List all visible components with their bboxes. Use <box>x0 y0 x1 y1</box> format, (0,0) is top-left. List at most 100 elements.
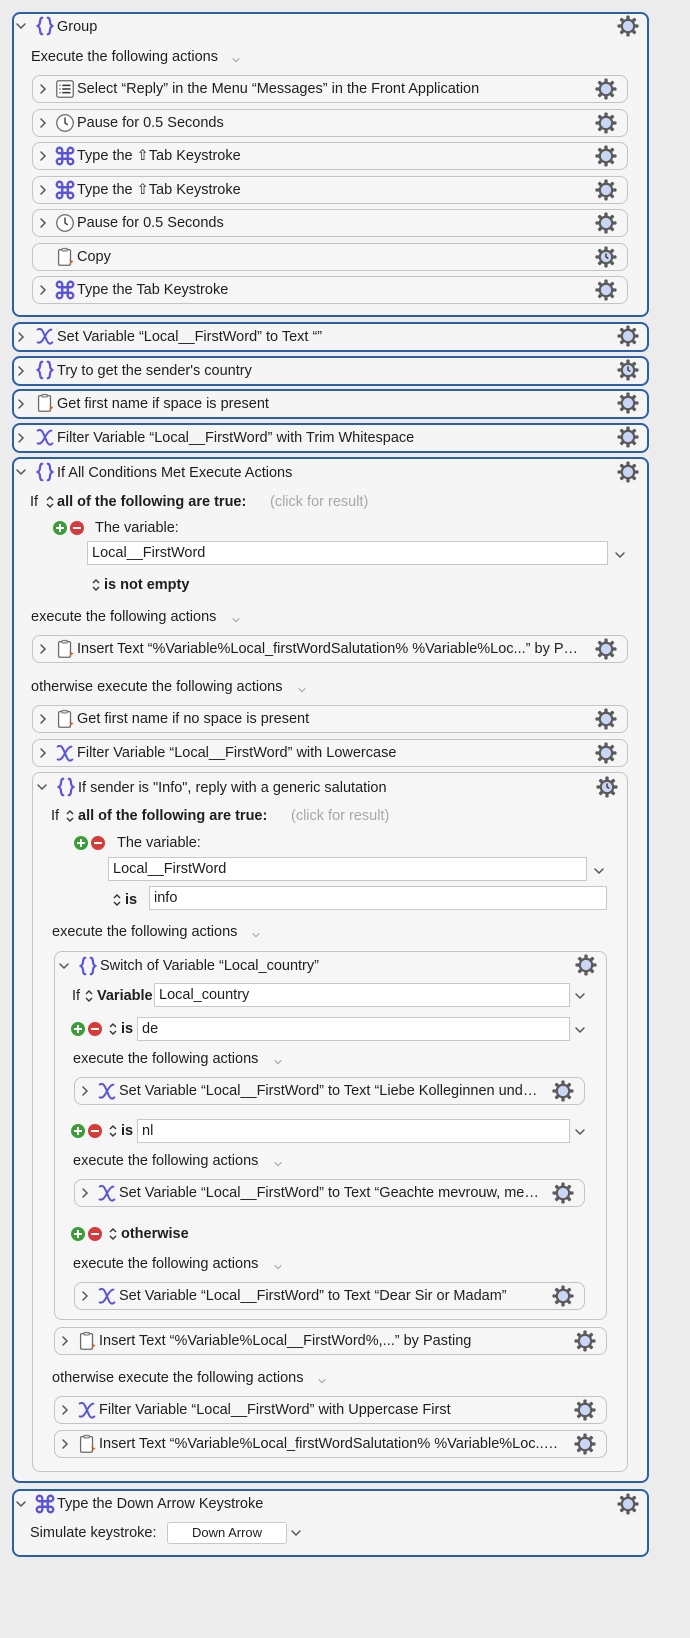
click-for-result-link[interactable]: (click for result) <box>270 494 369 510</box>
variable-dropdown-chevron[interactable] <box>614 549 626 561</box>
execute-options-chevron[interactable] <box>231 613 241 623</box>
stepper-icon[interactable] <box>108 1022 118 1036</box>
expand-chevron-icon[interactable] <box>37 217 49 229</box>
group-action-row[interactable] <box>32 75 628 103</box>
gear-icon[interactable] <box>595 112 617 134</box>
keystroke-dropdown-chevron[interactable] <box>290 1527 302 1539</box>
gear-icon[interactable] <box>552 1182 574 1204</box>
set-variable-action[interactable] <box>74 1179 585 1207</box>
stepper-icon[interactable] <box>45 495 55 509</box>
collapse-chevron-icon[interactable] <box>15 1498 27 1510</box>
expand-chevron-icon[interactable] <box>15 398 27 410</box>
gear-icon[interactable] <box>595 708 617 730</box>
gear-icon[interactable] <box>552 1080 574 1102</box>
group-action-row[interactable] <box>32 109 628 137</box>
gear-icon[interactable] <box>574 1330 596 1352</box>
condition-mode-select[interactable]: all of the following are true: <box>57 494 247 510</box>
add-condition-icon[interactable] <box>71 1022 85 1036</box>
case-value-field[interactable]: de <box>137 1017 570 1041</box>
operator-select[interactable]: is not empty <box>104 577 190 593</box>
otherwise-options-chevron[interactable] <box>297 683 307 693</box>
source-dropdown-chevron[interactable] <box>574 990 586 1002</box>
execute-options-chevron[interactable] <box>231 53 241 63</box>
otherwise-options-chevron[interactable] <box>317 1374 327 1384</box>
stepper-icon[interactable] <box>112 893 122 907</box>
collapse-chevron-icon[interactable] <box>15 20 27 32</box>
expand-chevron-icon[interactable] <box>37 713 49 725</box>
add-condition-icon[interactable] <box>71 1227 85 1241</box>
case-dropdown-chevron[interactable] <box>574 1126 586 1138</box>
insert-text-action[interactable] <box>32 635 628 663</box>
expand-chevron-icon[interactable] <box>79 1085 91 1097</box>
execute-options-chevron[interactable] <box>273 1055 283 1065</box>
variable-dropdown-chevron[interactable] <box>593 865 605 877</box>
case-operator-select[interactable]: is <box>121 1021 134 1037</box>
add-condition-icon[interactable] <box>53 521 67 535</box>
add-condition-icon[interactable] <box>71 1124 85 1138</box>
gear-icon[interactable] <box>595 742 617 764</box>
gear-icon[interactable] <box>617 1493 639 1515</box>
variable-name-field[interactable]: Local__FirstWord <box>87 541 608 565</box>
expand-chevron-icon[interactable] <box>15 432 27 444</box>
stepper-icon[interactable] <box>108 1124 118 1138</box>
expand-chevron-icon[interactable] <box>59 1438 71 1450</box>
gear-icon[interactable] <box>595 638 617 660</box>
get-first-name-action[interactable] <box>32 705 628 733</box>
stepper-icon[interactable] <box>65 809 75 823</box>
case-dropdown-chevron[interactable] <box>574 1024 586 1036</box>
expand-chevron-icon[interactable] <box>15 331 27 343</box>
source-select[interactable]: Variable <box>97 988 153 1004</box>
type-keystroke-action[interactable] <box>12 1489 649 1557</box>
collapse-chevron-icon[interactable] <box>36 781 48 793</box>
case-operator-select[interactable]: is <box>121 1123 134 1139</box>
keystroke-field[interactable]: Down Arrow <box>167 1522 287 1544</box>
gear-icon[interactable] <box>617 325 639 347</box>
add-condition-icon[interactable] <box>74 836 88 850</box>
execute-options-chevron[interactable] <box>273 1260 283 1270</box>
top-level-action[interactable] <box>12 423 649 453</box>
gear-icon[interactable] <box>617 461 639 483</box>
collapse-chevron-icon[interactable] <box>15 466 27 478</box>
gear-timer-icon[interactable] <box>595 246 617 268</box>
variable-name-field[interactable]: Local__FirstWord <box>108 857 587 881</box>
gear-icon[interactable] <box>595 78 617 100</box>
top-level-action[interactable] <box>12 389 649 419</box>
gear-icon[interactable] <box>617 15 639 37</box>
expand-chevron-icon[interactable] <box>59 1404 71 1416</box>
expand-chevron-icon[interactable] <box>59 1335 71 1347</box>
gear-timer-icon[interactable] <box>617 359 639 381</box>
gear-icon[interactable] <box>574 1433 596 1455</box>
gear-icon[interactable] <box>552 1285 574 1307</box>
stepper-icon[interactable] <box>108 1227 118 1241</box>
remove-condition-icon[interactable] <box>88 1227 102 1241</box>
expand-chevron-icon[interactable] <box>15 365 27 377</box>
gear-timer-icon[interactable] <box>596 776 618 798</box>
stepper-icon[interactable] <box>91 578 101 592</box>
gear-icon[interactable] <box>617 392 639 414</box>
filter-lowercase-action[interactable] <box>32 739 628 767</box>
gear-icon[interactable] <box>595 212 617 234</box>
case-operator-select[interactable]: otherwise <box>121 1226 189 1242</box>
operator-select[interactable]: is <box>125 892 138 908</box>
execute-options-chevron[interactable] <box>273 1157 283 1167</box>
gear-icon[interactable] <box>574 1399 596 1421</box>
set-variable-action[interactable] <box>74 1077 585 1105</box>
expand-chevron-icon[interactable] <box>79 1290 91 1302</box>
filter-uppercase-action[interactable] <box>54 1396 607 1424</box>
execute-options-chevron[interactable] <box>251 928 261 938</box>
collapse-chevron-icon[interactable] <box>58 960 70 972</box>
comparison-value-field[interactable]: info <box>149 886 607 910</box>
condition-mode-select[interactable]: all of the following are true: <box>78 808 268 824</box>
remove-condition-icon[interactable] <box>91 836 105 850</box>
expand-chevron-icon[interactable] <box>37 184 49 196</box>
expand-chevron-icon[interactable] <box>37 117 49 129</box>
set-variable-action[interactable] <box>74 1282 585 1310</box>
gear-icon[interactable] <box>575 954 597 976</box>
insert-text-action[interactable] <box>54 1430 607 1458</box>
case-value-field[interactable]: nl <box>137 1119 570 1143</box>
expand-chevron-icon[interactable] <box>37 150 49 162</box>
top-level-action[interactable] <box>12 356 649 386</box>
click-for-result-link[interactable]: (click for result) <box>291 808 390 824</box>
remove-condition-icon[interactable] <box>88 1124 102 1138</box>
gear-icon[interactable] <box>595 179 617 201</box>
